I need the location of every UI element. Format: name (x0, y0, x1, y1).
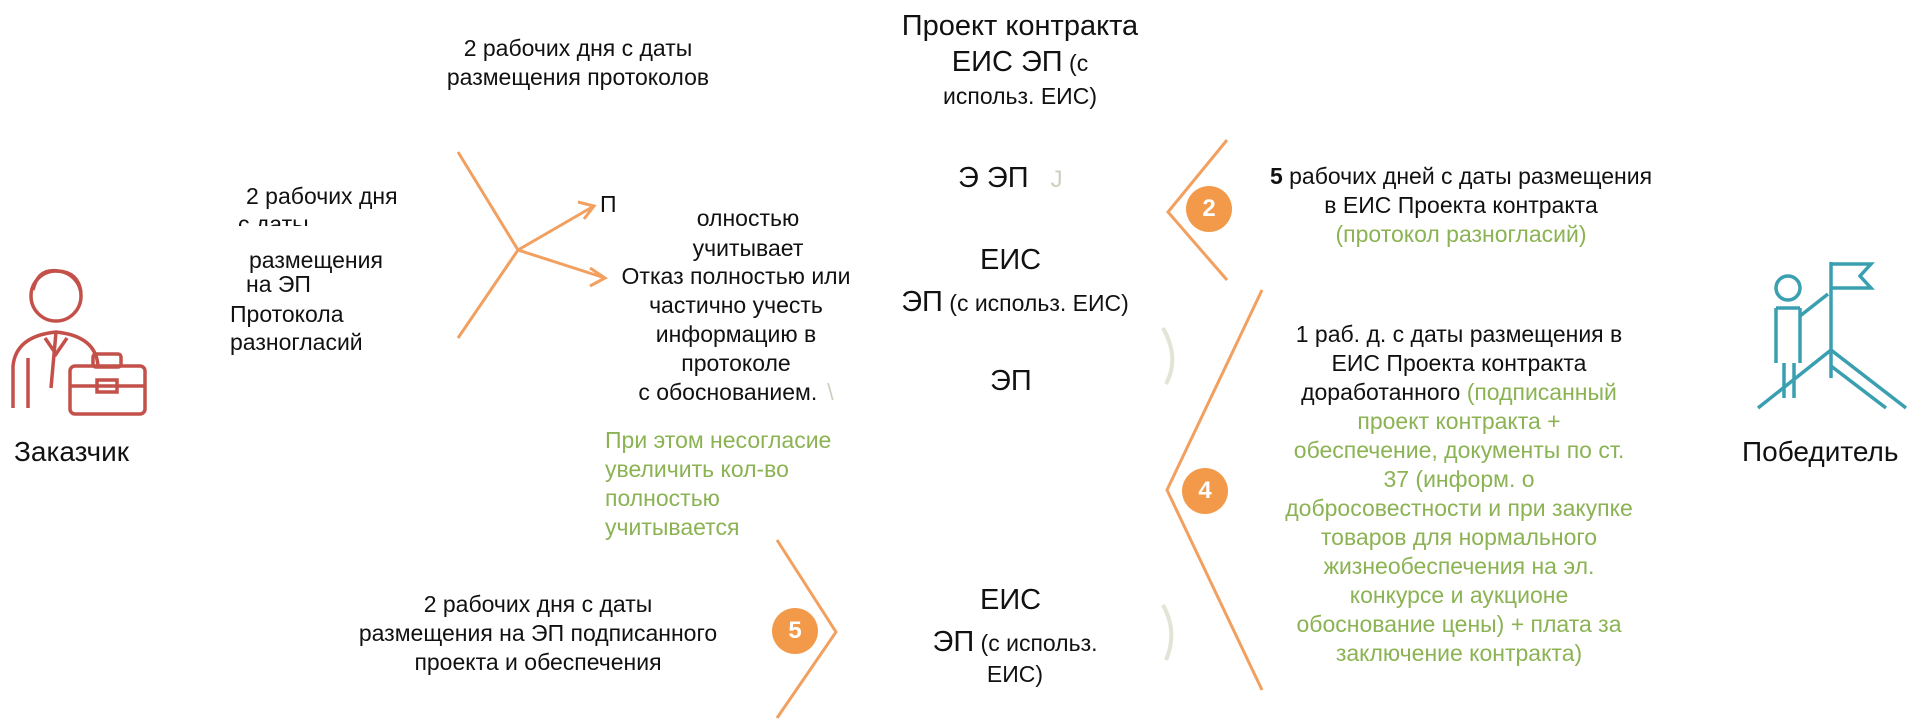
middle-green-line-3: полностью (605, 485, 720, 511)
middle-green-line-2: увеличить кол-во (605, 456, 789, 482)
center-ep-1-big: ЭП (901, 286, 943, 318)
middle-green-line-1: При этом несогласие (605, 427, 832, 453)
step4-text: 1 раб. д. с даты размещения в ЕИС Проект… (1234, 320, 1684, 668)
middle-green: При этом несогласие увеличить кол-во пол… (605, 426, 831, 542)
winner-label: Победитель (1742, 436, 1899, 467)
contract-draft-eis-line: ЕИС ЭП (с (860, 44, 1180, 80)
arrow-upper-head (577, 200, 597, 220)
step2-badge: 2 (1186, 186, 1232, 232)
step4-green-line-8: обоснование цены) + плата за (1296, 611, 1622, 637)
step2-line-1: 5 рабочих дней с даты размещения (1236, 162, 1686, 191)
step5-badge: 5 (772, 608, 818, 654)
step5-line-3: проекта и обеспечения (414, 649, 662, 675)
center-ep-3-line-1: ЭП (с использ. (900, 624, 1130, 660)
top-left-note: 2 рабочих дня с даты размещения протокол… (418, 34, 738, 92)
center-ep-mark: J (1050, 166, 1063, 193)
left-block-line-4: на ЭП (246, 271, 311, 297)
center-ep-3-big: ЭП (932, 626, 975, 658)
arrow-upper (517, 204, 595, 252)
center-ep-3-line-2: ЕИС) (986, 661, 1044, 687)
step4-green-line-3: 37 (информ. о (1383, 466, 1535, 492)
middle-refusal-line-2: частично учесть (649, 292, 823, 318)
middle-refusal-line-4: протоколе (681, 350, 791, 376)
center-ep-label: Э ЭП J (958, 160, 1063, 198)
chevron-step5 (775, 539, 838, 719)
middle-frag-1: олностью (696, 205, 800, 231)
step2-line-2: в ЕИС Проекта контракта (1324, 192, 1598, 218)
step2-number: 5 (1269, 163, 1283, 189)
step4-green-line-6: жизнеобеспечения на эл. (1323, 553, 1595, 579)
arc-lower (1161, 604, 1174, 661)
top-left-note-line-2: размещения протоколов (446, 64, 710, 90)
customer-icon (8, 258, 148, 418)
arc-upper (1161, 327, 1175, 385)
left-block-line-2: с даты (238, 211, 309, 226)
center-eis-2: ЕИС (980, 584, 1042, 616)
center-ep-1: ЭП (с использ. ЕИС) (880, 284, 1150, 320)
left-block-line-5: Протокола (230, 301, 344, 327)
step5-text: 2 рабочих дня с даты размещения на ЭП по… (318, 590, 758, 677)
step4-black-line-3: доработанного (1301, 379, 1467, 405)
step4-green-line-4: добросовестности и при закупке (1285, 495, 1633, 521)
step5-line-1: 2 рабочих дня с даты (423, 591, 653, 617)
step4-green-line-1: проект контракта + (1357, 408, 1561, 434)
step4-green-line-9: заключение контракта) (1335, 640, 1583, 666)
contract-draft-eis: ЕИС ЭП (951, 46, 1063, 78)
middle-refusal-line-3: информацию в (655, 321, 817, 347)
contract-draft-heading: Проект контракта (901, 10, 1139, 42)
left-block-line-1: 2 рабочих дня (246, 183, 398, 209)
step4-black-line-2: ЕИС Проекта контракта (1331, 350, 1587, 376)
contract-draft-paren: (с (1062, 50, 1089, 76)
middle-refusal-line-5: с обоснованием. \ (600, 378, 872, 407)
contract-draft-usage: использ. ЕИС) (943, 83, 1097, 109)
chevron-step2 (1166, 139, 1229, 281)
step4-green-line-5: товаров для нормального (1320, 524, 1598, 550)
step4-green-first: (подписанный (1466, 379, 1617, 405)
center-ep-text: Э ЭП (958, 162, 1029, 194)
middle-green-line-4: учитывается (605, 514, 740, 540)
chevron-step4 (1165, 289, 1264, 691)
middle-slash: \ (827, 379, 834, 405)
center-ep-1-rest: (с использ. ЕИС) (942, 290, 1129, 316)
step4-line-3: доработанного (подписанный (1234, 378, 1684, 407)
middle-refusal-line-5-text: с обоснованием. (638, 379, 818, 405)
center-eis-1: ЕИС (980, 244, 1042, 276)
step4-green-line-2: обеспечение, документы по ст. (1293, 437, 1625, 463)
winner-icon (1756, 258, 1916, 418)
left-block-line-3: размещения (249, 247, 383, 273)
step2-line-1-text: рабочих дней с даты размещения (1282, 163, 1653, 189)
arrow-lower-head (589, 266, 608, 288)
contract-draft-title: Проект контракта ЕИС ЭП (с использ. ЕИС) (860, 8, 1180, 111)
left-block-line-6: разногласий (230, 329, 363, 355)
center-ep-2: ЭП (990, 365, 1032, 397)
step2-green: (протокол разногласий) (1335, 221, 1587, 247)
top-left-note-line-1: 2 рабочих дня с даты (463, 35, 693, 61)
customer-label: Заказчик (14, 436, 129, 467)
chevron-left-step (456, 151, 520, 339)
center-ep-3-suffix: (с использ. (974, 630, 1098, 656)
step4-black-line-1: 1 раб. д. с даты размещения в (1295, 321, 1623, 347)
arrow-lower (517, 248, 606, 280)
step4-green-line-7: конкурсе и аукционе (1349, 582, 1569, 608)
middle-refusal: Отказ полностью или частично учесть инфо… (600, 262, 872, 407)
step5-line-2: размещения на ЭП подписанного (358, 620, 718, 646)
middle-frag-2: учитывает (692, 235, 804, 261)
step4-badge: 4 (1182, 468, 1228, 514)
step2-text: 5 рабочих дней с даты размещения в ЕИС П… (1236, 162, 1686, 249)
middle-refusal-line-1: Отказ полностью или (621, 263, 851, 289)
center-ep-3: ЭП (с использ. ЕИС) (900, 624, 1130, 689)
arrow-mark: П (600, 191, 617, 217)
